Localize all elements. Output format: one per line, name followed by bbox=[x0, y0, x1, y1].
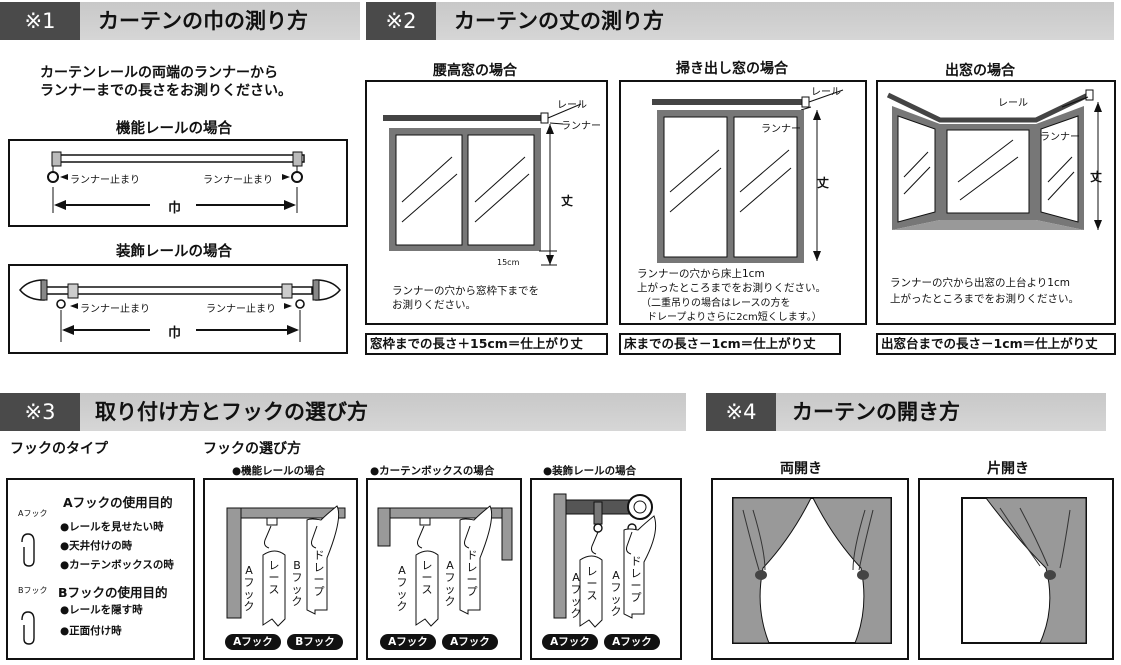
hook-type-title: フックのタイプ bbox=[10, 441, 108, 457]
section-number: ※2 bbox=[366, 2, 436, 40]
double-open-title: 両開き bbox=[780, 461, 822, 477]
section-number: ※3 bbox=[0, 393, 80, 431]
waist-formula: 窓枠までの長さ＋15cm＝仕上がり丈 bbox=[365, 333, 608, 355]
curtain-box-hook-case: Aフック レース Aフック ドレープ Aフック Aフック bbox=[366, 478, 522, 660]
case-title: ●装飾レールの場合 bbox=[543, 465, 637, 477]
functional-rail-diagram: ランナー止まり ランナー止まり 巾 bbox=[8, 139, 348, 227]
note-line: ランナーの穴から床上1cm bbox=[637, 268, 765, 280]
floor-formula: 床までの長さ－1cm＝仕上がり丈 bbox=[619, 333, 841, 355]
section1-header: ※1 カーテンの巾の測り方 bbox=[0, 2, 360, 40]
hook-pill: Bフック bbox=[287, 634, 343, 650]
note-line: ランナーの穴から出窓の上台より1cm bbox=[890, 277, 1070, 289]
note-line: お測りください。 bbox=[392, 299, 476, 311]
width-label: 巾 bbox=[168, 326, 182, 341]
hook-vertical-label: レース bbox=[268, 559, 280, 596]
b-hook-item: ●レールを隠す時 bbox=[60, 604, 143, 616]
decorative-rail-title: 装飾レールの場合 bbox=[116, 244, 232, 260]
bay-formula: 出窓台までの長さ－1cm＝仕上がり丈 bbox=[876, 333, 1116, 355]
hook-vertical-label: Aフック bbox=[610, 569, 622, 618]
a-hook-item: ●カーテンボックスの時 bbox=[60, 559, 174, 571]
section-number: ※1 bbox=[0, 2, 80, 40]
section4-header: ※4 カーテンの開き方 bbox=[706, 393, 1106, 431]
hook-vertical-label: Aフック bbox=[243, 564, 255, 613]
hook-vertical-label: レース bbox=[586, 565, 598, 602]
hook-vertical-label: Bフック bbox=[291, 559, 303, 608]
single-open-diagram bbox=[918, 478, 1114, 660]
case-title: ●カーテンボックスの場合 bbox=[370, 465, 495, 477]
runner-label: ランナー bbox=[561, 121, 601, 132]
a-hook-title: Aフックの使用目的 bbox=[63, 495, 173, 510]
hook-vertical-label: レース bbox=[421, 559, 433, 596]
a-hook-label: Aフック bbox=[18, 509, 48, 518]
hook-vertical-label: ドレープ bbox=[630, 555, 642, 604]
a-hook-item: ●天井付けの時 bbox=[60, 540, 133, 552]
section-title: カーテンの丈の測り方 bbox=[454, 9, 664, 33]
decorative-rail-diagram: ランナー止まり ランナー止まり 巾 bbox=[8, 264, 348, 354]
b-hook-item: ●正面付け時 bbox=[60, 625, 122, 637]
note-line: 上がったところまでをお測りください。 bbox=[637, 282, 826, 294]
floor-window-diagram: レール ランナー 丈 ランナーの穴から床上1cm 上がったところまでをお測りくだ… bbox=[619, 80, 867, 325]
rail-label: レール bbox=[557, 100, 587, 111]
note-line: 上がったところまでをお測りください。 bbox=[890, 293, 1079, 305]
hook-vertical-label: ドレープ bbox=[466, 549, 478, 598]
functional-rail-title: 機能レールの場合 bbox=[116, 121, 232, 137]
hook-vertical-label: Aフック bbox=[570, 571, 582, 620]
width-label: 巾 bbox=[168, 201, 182, 216]
length-label: 丈 bbox=[1090, 170, 1103, 184]
waist-window-title: 腰高窓の場合 bbox=[433, 63, 517, 79]
waist-window-diagram: レール ランナー 丈 15cm ランナーの穴から窓枠下までを お測りください。 bbox=[365, 80, 608, 325]
hook-pill: Aフック bbox=[380, 634, 436, 650]
bay-window-title: 出窓の場合 bbox=[945, 63, 1015, 79]
runner-stop-label: ランナー止まり bbox=[70, 175, 140, 186]
runner-stop-label: ランナー止まり bbox=[203, 175, 273, 186]
section2-header: ※2 カーテンの丈の測り方 bbox=[366, 2, 1114, 40]
runner-stop-label: ランナー止まり bbox=[80, 304, 150, 315]
hook-pill: Aフック bbox=[225, 634, 281, 650]
rail-label: レール bbox=[998, 98, 1028, 109]
functional-rail-hook-case: Aフック レース Bフック ドレープ Aフック Bフック bbox=[203, 478, 358, 660]
a-hook-item: ●レールを見せたい時 bbox=[60, 521, 164, 533]
hook-pill: Aフック bbox=[442, 634, 498, 650]
section-number: ※4 bbox=[706, 393, 776, 431]
note-line: ドレープよりさらに2cm短くします。） bbox=[647, 312, 822, 323]
hook-type-box: Aフック Aフックの使用目的 ●レールを見せたい時 ●天井付けの時 ●カーテンボ… bbox=[6, 478, 195, 660]
b-hook-label: Bフック bbox=[18, 586, 48, 595]
bay-window-diagram: レール ランナー 丈 ランナーの穴から出窓の上台より1cm 上がったところまでを… bbox=[876, 80, 1116, 325]
section-title: カーテンの開き方 bbox=[792, 400, 960, 424]
floor-window-title: 掃き出し窓の場合 bbox=[676, 61, 788, 77]
runner-label: ランナー bbox=[1040, 132, 1080, 143]
decorative-rail-hook-case: Aフック レース Aフック ドレープ Aフック Aフック bbox=[530, 478, 682, 660]
rail-label: レール bbox=[811, 87, 841, 98]
runner-label: ランナー bbox=[761, 124, 801, 135]
hook-vertical-label: ドレープ bbox=[313, 549, 325, 598]
hook-vertical-label: Aフック bbox=[444, 559, 456, 608]
length-label: 丈 bbox=[817, 176, 830, 190]
hook-choice-title: フックの選び方 bbox=[203, 441, 301, 457]
length-label: 丈 bbox=[561, 194, 574, 208]
hook-vertical-label: Aフック bbox=[396, 564, 408, 613]
intro-line1: カーテンレールの両端のランナーから bbox=[40, 65, 278, 81]
note-line: （二重吊りの場合はレースの方を bbox=[641, 298, 791, 309]
section-title: カーテンの巾の測り方 bbox=[98, 9, 308, 33]
intro-line2: ランナーまでの長さをお測りください。 bbox=[40, 83, 292, 99]
double-open-diagram bbox=[711, 478, 909, 660]
hook-pill: Aフック bbox=[604, 634, 660, 650]
runner-stop-label: ランナー止まり bbox=[206, 304, 276, 315]
note-line: ランナーの穴から窓枠下までを bbox=[392, 285, 539, 297]
single-open-title: 片開き bbox=[987, 461, 1029, 477]
hook-pill: Aフック bbox=[542, 634, 598, 650]
case-title: ●機能レールの場合 bbox=[232, 465, 326, 477]
section-title: 取り付け方とフックの選び方 bbox=[95, 400, 368, 424]
section3-header: ※3 取り付け方とフックの選び方 bbox=[0, 393, 686, 431]
b-hook-title: Bフックの使用目的 bbox=[58, 585, 168, 600]
cm-label: 15cm bbox=[497, 258, 520, 267]
